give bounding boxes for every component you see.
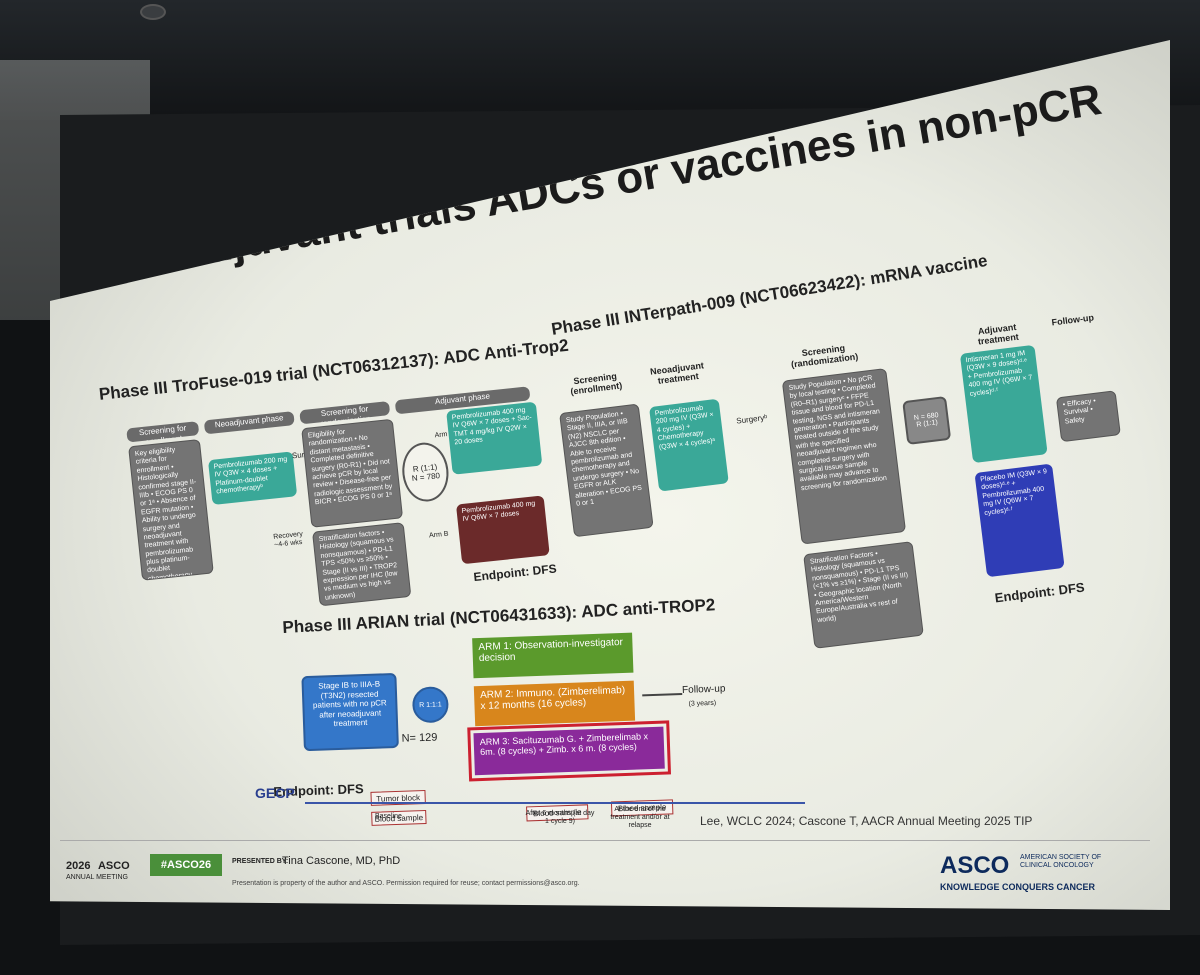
troffuse-randomization-circle: R (1:1) N = 780: [399, 440, 452, 504]
interpath-random-pop: Study Population • No pCR by local testi…: [781, 368, 907, 545]
arian-n-label: N= 129: [401, 731, 438, 745]
presented-by-label: PRESENTED BY:: [232, 858, 289, 865]
hashtag-badge: #ASCO26: [150, 854, 222, 876]
arian-arm3: ARM 3: Sacituzumab G. + Zimberelimab x 6…: [473, 726, 665, 776]
troffuse-neo-box: Pembrolizumab 200 mg IV Q3W × 4 doses + …: [207, 451, 298, 506]
interpath-neo-box: Pembrolizumab 200 mg IV (Q3W × 4 cycles)…: [649, 398, 729, 492]
hashtag-text: #ASCO26: [160, 859, 212, 871]
arian-arm2: ARM 2: Immuno. (Zimberelimab) x 12 month…: [473, 680, 636, 727]
timeline-end: At the end of the treatment and/or at re…: [610, 806, 670, 830]
gecp-logo: GECP: [255, 785, 295, 801]
troffuse-arm-b-box: Pembrolizumab 400 mg IV Q6W × 7 doses: [455, 495, 550, 565]
interpath-study-pop: Study Population • Stage II, IIIA, or II…: [559, 403, 654, 538]
timeline-baseline: Baseline: [375, 813, 402, 820]
arian-arm1: ARM 1: Observation-investigator decision: [472, 632, 634, 679]
interpath-followup: • Efficacy • Survival • Safety: [1055, 390, 1121, 443]
troffuse-endpoint: Endpoint: DFS: [472, 561, 558, 585]
interpath-surgery: Surgeryᵇ: [735, 412, 768, 426]
troffuse-arm-a-box: Pembrolizumab 400 mg IV Q6W × 7 doses + …: [446, 401, 543, 475]
disclaimer: Presentation is property of the author a…: [232, 880, 580, 887]
arian-followup-sub: (3 years): [688, 699, 717, 708]
troffuse-random-criteria: Eligibility for randomization • No dista…: [301, 418, 404, 528]
asco-logo-text: ASCO: [940, 852, 1010, 879]
interpath-hdr-screen: Screening (enrollment): [569, 370, 623, 397]
interpath-r-label: R (1:1): [916, 419, 939, 429]
asco-tagline: KNOWLEDGE CONQUERS CANCER: [940, 882, 1096, 892]
arian-patients-box: Stage IB to IIIA-B (T3N2) resected patie…: [301, 672, 399, 752]
arian-r-label: R 1:1:1: [419, 700, 442, 709]
citation: Lee, WCLC 2024; Cascone T, AACR Annual M…: [700, 814, 1033, 828]
troffuse-recovery: Recovery ~4-6 wks: [273, 530, 304, 549]
asco-annual-meeting-logo: 2026 ASCO ANNUAL MEETING: [66, 856, 130, 882]
interpath-hdr-follow: Follow-up: [1051, 312, 1095, 328]
interpath-arm2: Placebo IM (Q3W × 9 doses)ᵈ·ᵉ + Pembroli…: [974, 463, 1065, 578]
ceiling-light: [140, 4, 166, 20]
arian-followup: Follow-up: [681, 683, 726, 696]
interpath-hdr-random: Screening (randomization): [790, 342, 859, 370]
footer-divider: [60, 840, 1150, 841]
interpath-endpoint: Endpoint: DFS: [993, 579, 1086, 606]
asco-meeting: ANNUAL MEETING: [66, 874, 128, 881]
interpath-hdr-adj: Adjuvant treatment: [977, 321, 1020, 347]
troffuse-strat: Stratification factors • Histology (squa…: [312, 522, 412, 607]
interpath-hdr-neo: Neoadjuvant treatment: [649, 360, 705, 387]
asco-society-logo: ASCO AMERICAN SOCIETY OF CLINICAL ONCOLO…: [940, 852, 1140, 897]
asco-brand: ASCO: [97, 860, 130, 872]
asco-year: 2026: [66, 860, 91, 872]
interpath-arm1: Intismeran 1 mg IM (Q3W × 9 doses)ᵈ·ᵉ + …: [959, 344, 1048, 464]
arian-timeline: Baseline After 6 months (at day 1 cycle …: [250, 798, 810, 858]
troffuse-hdr-neo: Neoadjuvant phase: [203, 411, 295, 435]
arian-randomization-circle: R 1:1:1: [411, 686, 450, 724]
asco-society-text: AMERICAN SOCIETY OF CLINICAL ONCOLOGY: [1020, 854, 1102, 870]
interpath-randomization: N = 680 R (1:1): [902, 395, 952, 445]
troffuse-arm-b: Arm B: [428, 530, 449, 540]
presenter-name: Tina Cascone, MD, PhD: [282, 855, 401, 867]
timeline-6m: After 6 months (at day 1 cycle 9): [525, 810, 595, 826]
troffuse-n-label: N = 780: [411, 470, 441, 483]
troffuse-enroll-criteria: Key eligibility criteria for enrollment …: [128, 439, 214, 581]
troffuse-schema: Screening for enrollment Neoadjuvant pha…: [110, 326, 557, 609]
timeline-axis: [305, 802, 805, 804]
